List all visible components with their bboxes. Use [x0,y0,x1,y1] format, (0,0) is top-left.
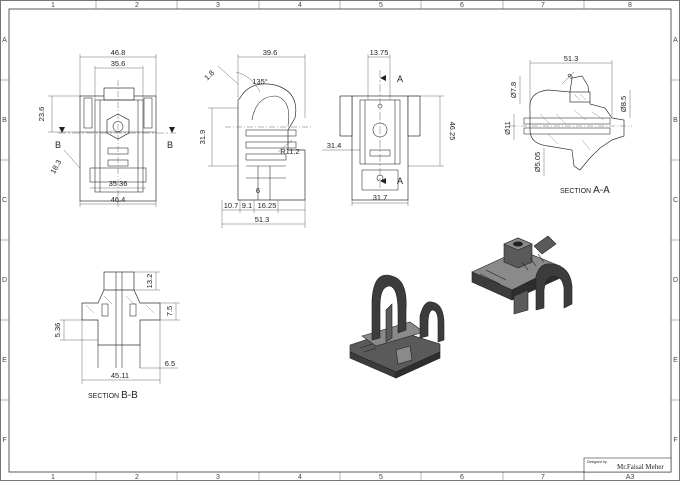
row-label: D [2,277,7,284]
dim-label: 5.36 [53,323,62,338]
dim-label: 9.1 [242,201,252,210]
dim-label: 135° [252,77,268,86]
row-label: B [2,117,7,124]
side-view: 39.6 1.8 135° 31.9 R11.2 6 10.7 9.1 16.2… [198,48,312,228]
dim-label: 35.6 [111,59,126,68]
dim-label: Ø11 [503,121,512,135]
dim-label: 10.7 [224,201,239,210]
dim-label: 31.4 [327,141,342,150]
col-label: 5 [379,474,383,481]
column-labels-bottom: 1 2 3 4 5 6 7 [51,474,545,481]
row-label: F [2,437,6,444]
row-label: F [673,437,677,444]
row-label: E [673,357,678,364]
row-label: A [2,37,7,44]
col-label: 6 [460,2,464,9]
section-aa-view: 51.3 Ø7.8 9 Ø8.5 Ø11 Ø5.05 SECTION A-A [503,54,632,196]
col-label: 1 [51,474,55,481]
dim-label: R11.2 [280,147,299,156]
dim-label: 46.4 [111,195,126,204]
caption-letter: B-B [121,390,138,401]
dim-label: 16.25 [258,201,277,210]
section-mark: B [167,140,173,150]
dim-label: Ø5.05 [533,152,542,172]
section-bb-caption: SECTION B-B [88,390,138,401]
row-label: C [2,197,7,204]
isometric-view-left [349,274,445,379]
caption-prefix: SECTION [88,393,121,400]
col-label: 3 [216,474,220,481]
dim-label: 6 [256,186,260,195]
dim-label: 18.3 [48,158,63,175]
dim-label: 45.11 [111,371,129,380]
front-view: 46.8 35.6 23.6 18.3 35.36 46.4 B B [37,48,176,208]
col-label: 3 [216,2,220,9]
row-labels-right: A B C D E F [673,37,678,444]
dim-label: Ø8.5 [619,96,628,112]
isometric-view-right [471,235,573,315]
dim-label: 46.25 [448,122,457,141]
dim-label: 13.75 [370,48,389,57]
dim-label: Ø7.8 [509,82,518,98]
row-label: A [673,37,678,44]
row-label: C [673,197,678,204]
sheet-size: A3 [626,474,635,481]
dim-label: 7.5 [165,306,174,316]
section-mark: A [397,74,403,84]
section-mark: A [397,176,403,186]
col-label: 8 [628,2,632,9]
dim-label: 31.7 [373,193,388,202]
col-label: 4 [298,2,302,9]
column-labels-top: 1 2 3 4 5 6 7 8 [51,2,632,9]
col-label: 1 [51,2,55,9]
dim-label: 23.6 [37,107,46,122]
col-label: 6 [460,474,464,481]
dim-label: 1.8 [202,68,216,82]
col-label: 4 [298,474,302,481]
dim-label: 51.3 [255,215,270,224]
dim-label: 46.8 [111,48,126,57]
title-block: Designed by: Mr.Faisal Meher A3 [583,457,672,481]
section-bb-view: 13.2 7.5 5.36 6.5 45.11 SECTION B-B [53,271,180,401]
row-label: B [673,117,678,124]
caption-prefix: SECTION [560,188,593,195]
rear-view: A A 13.75 46.25 31.4 31.7 [322,48,457,206]
designed-by-label: Designed by: [587,460,607,464]
dim-label: 39.6 [263,48,278,57]
caption-letter: A-A [593,185,610,196]
section-aa-caption: SECTION A-A [560,185,610,196]
designer-name: Mr.Faisal Meher [617,463,664,471]
dim-label: 35.36 [109,179,128,188]
col-label: 7 [541,2,545,9]
col-label: 2 [135,474,139,481]
row-label: E [2,357,7,364]
dim-label: 6.5 [165,359,175,368]
col-label: 7 [541,474,545,481]
section-mark: B [55,140,61,150]
dim-label: 31.9 [198,130,207,145]
row-labels-left: A B C D E F [2,37,7,444]
row-label: D [673,277,678,284]
dim-label: 13.2 [145,274,154,289]
col-label: 2 [135,2,139,9]
col-label: 5 [379,2,383,9]
dim-label: 9 [566,72,575,81]
dim-label: 51.3 [564,54,579,63]
